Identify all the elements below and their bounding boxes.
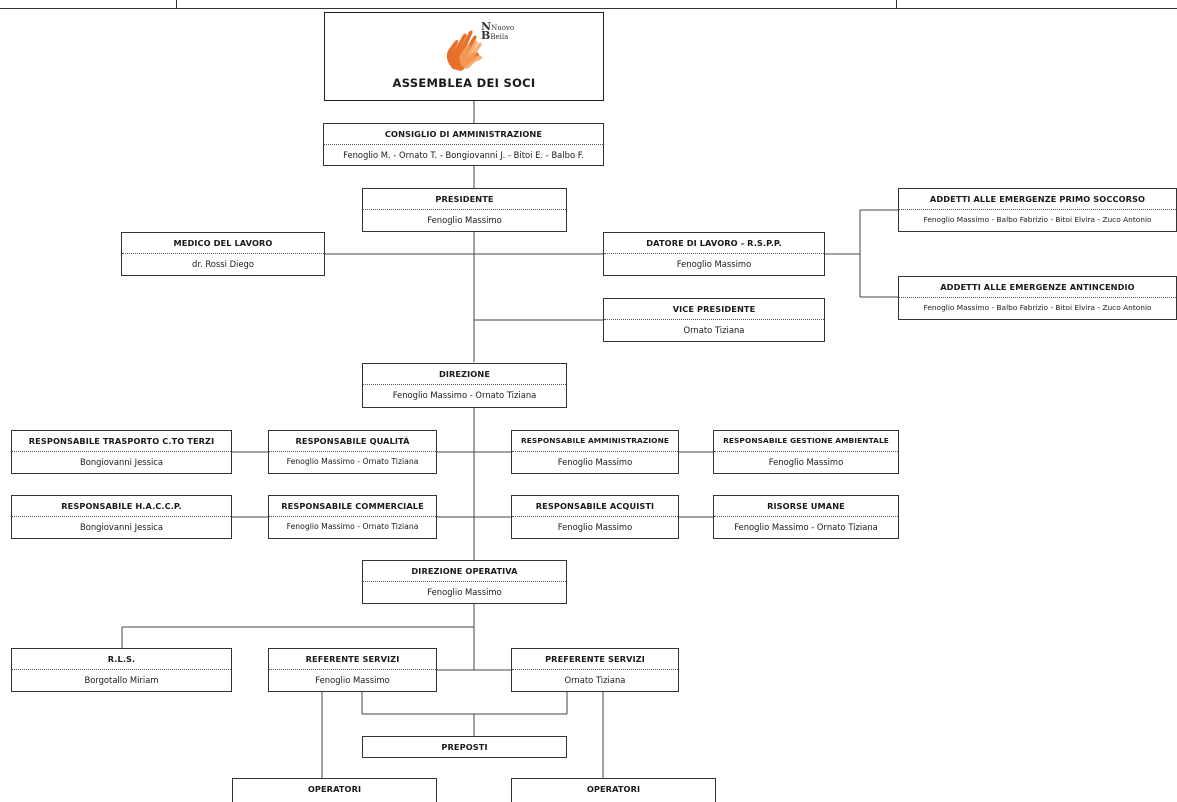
node-names: Bongiovanni Jessica: [79, 522, 164, 532]
antincendio-box: ADDETTI ALLE EMERGENZE ANTINCENDIO Fenog…: [898, 276, 1177, 320]
node-title: R.L.S.: [12, 649, 231, 670]
vice-presidente-box: VICE PRESIDENTE Ornato Tiziana: [603, 298, 825, 342]
node-names: Fenoglio Massimo: [676, 259, 752, 269]
node-names: Fenoglio Massimo: [315, 675, 390, 685]
qualita-box: RESPONSABILE QUALITÁ Fenoglio Massimo - …: [268, 430, 437, 474]
node-names: Fenoglio Massimo: [557, 457, 633, 467]
node-title: ADDETTI ALLE EMERGENZE PRIMO SOCCORSO: [899, 189, 1176, 210]
node-title: DIREZIONE OPERATIVA: [363, 561, 566, 582]
top-border: [0, 0, 1177, 9]
node-names: Ornato Tiziana: [683, 325, 745, 335]
node-title: RESPONSABILE H.A.C.C.P.: [12, 496, 231, 517]
hands-icon: [446, 30, 482, 71]
node-title: MEDICO DEL LAVORO: [122, 233, 324, 254]
node-names: Fenoglio Massimo: [768, 457, 844, 467]
node-title: ADDETTI ALLE EMERGENZE ANTINCENDIO: [899, 277, 1176, 298]
top-divider: [896, 0, 897, 8]
commerciale-box: RESPONSABILE COMMERCIALE Fenoglio Massim…: [268, 495, 437, 539]
node-title: PREPOSTI: [441, 742, 488, 752]
node-title: RESPONSABILE TRASPORTO C.TO TERZI: [12, 431, 231, 452]
datore-box: DATORE DI LAVORO - R.S.P.P. Fenoglio Mas…: [603, 232, 825, 276]
node-title: RESPONSABILE COMMERCIALE: [269, 496, 436, 517]
preferente-servizi-box: PREFERENTE SERVIZI Ornato Tiziana: [511, 648, 679, 692]
node-title: VICE PRESIDENTE: [604, 299, 824, 320]
node-names: dr. Rossi Diego: [192, 259, 254, 269]
node-title: OPERATORI: [307, 784, 362, 794]
acquisti-box: RESPONSABILE ACQUISTI Fenoglio Massimo: [511, 495, 679, 539]
node-names: Fenoglio Massimo: [557, 522, 633, 532]
node-names: Fenoglio Massimo - Ornato Tiziana: [392, 390, 537, 400]
page-title: ASSEMBLEA DEI SOCI: [392, 76, 536, 90]
node-title: DIREZIONE: [363, 364, 566, 385]
rls-box: R.L.S. Borgotallo Miriam: [11, 648, 232, 692]
operatori-box: OPERATORI: [511, 778, 716, 802]
referente-servizi-box: REFERENTE SERVIZI Fenoglio Massimo: [268, 648, 437, 692]
node-names: Fenoglio Massimo - Ornato Tiziana: [286, 457, 419, 466]
node-title: RESPONSABILE AMMINISTRAZIONE: [512, 431, 678, 452]
node-names: Fenoglio Massimo: [427, 587, 502, 597]
node-title: REFERENTE SERVIZI: [269, 649, 436, 670]
nuovo-beila-logo: NNuovo BBeila: [443, 20, 515, 77]
assemblea-box: NNuovo BBeila ASSEMBLEA DEI SOCI: [324, 12, 604, 101]
node-names: Fenoglio M. - Ornato T. - Bongiovanni J.…: [343, 150, 584, 160]
node-title: RESPONSABILE QUALITÁ: [269, 431, 436, 452]
top-divider: [176, 0, 177, 8]
risorse-umane-box: RISORSE UMANE Fenoglio Massimo - Ornato …: [713, 495, 899, 539]
operatori-box: OPERATORI: [232, 778, 437, 802]
node-title: PREFERENTE SERVIZI: [512, 649, 678, 670]
node-title: DATORE DI LAVORO - R.S.P.P.: [604, 233, 824, 254]
node-title: OPERATORI: [586, 784, 641, 794]
medico-box: MEDICO DEL LAVORO dr. Rossi Diego: [121, 232, 325, 276]
node-names: Bongiovanni Jessica: [79, 457, 164, 467]
node-names: Fenoglio Massimo: [427, 215, 502, 225]
node-names: Borgotallo Miriam: [84, 675, 159, 685]
node-title: PRESIDENTE: [363, 189, 566, 210]
node-names: Fenoglio Massimo - Ornato Tiziana: [286, 522, 419, 531]
haccp-box: RESPONSABILE H.A.C.C.P. Bongiovanni Jess…: [11, 495, 232, 539]
node-names: Ornato Tiziana: [564, 675, 626, 685]
ambientale-box: RESPONSABILE GESTIONE AMBIENTALE Fenogli…: [713, 430, 899, 474]
consiglio-box: CONSIGLIO DI AMMINISTRAZIONE Fenoglio M.…: [323, 123, 604, 166]
node-title: RESPONSABILE ACQUISTI: [512, 496, 678, 517]
direzione-box: DIREZIONE Fenoglio Massimo - Ornato Tizi…: [362, 363, 567, 408]
trasporto-box: RESPONSABILE TRASPORTO C.TO TERZI Bongio…: [11, 430, 232, 474]
logo-text: NNuovo BBeila: [481, 20, 515, 42]
node-title: RESPONSABILE GESTIONE AMBIENTALE: [714, 431, 898, 452]
node-names: Fenoglio Massimo - Balbo Fabrizio - Bito…: [923, 303, 1152, 312]
node-names: Fenoglio Massimo - Ornato Tiziana: [734, 522, 878, 532]
node-title: CONSIGLIO DI AMMINISTRAZIONE: [324, 124, 603, 145]
direzione-operativa-box: DIREZIONE OPERATIVA Fenoglio Massimo: [362, 560, 567, 604]
presidente-box: PRESIDENTE Fenoglio Massimo: [362, 188, 567, 232]
preposti-box: PREPOSTI: [362, 736, 567, 758]
primo-soccorso-box: ADDETTI ALLE EMERGENZE PRIMO SOCCORSO Fe…: [898, 188, 1177, 232]
node-title: RISORSE UMANE: [714, 496, 898, 517]
amministrazione-box: RESPONSABILE AMMINISTRAZIONE Fenoglio Ma…: [511, 430, 679, 474]
node-names: Fenoglio Massimo - Balbo Fabrizio - Bito…: [923, 215, 1152, 224]
